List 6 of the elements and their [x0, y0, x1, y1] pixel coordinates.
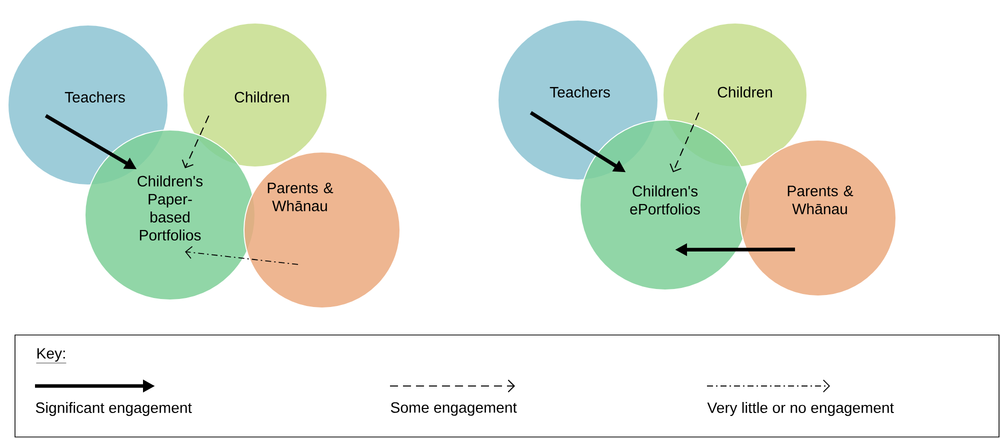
arrow [185, 246, 298, 265]
arrow [670, 112, 700, 172]
legend-text: Significant engagement [36, 402, 192, 416]
legend-text: Some engagement [390, 402, 517, 416]
legend-text: Very little or no engagement [707, 402, 894, 416]
arrow [182, 115, 210, 168]
